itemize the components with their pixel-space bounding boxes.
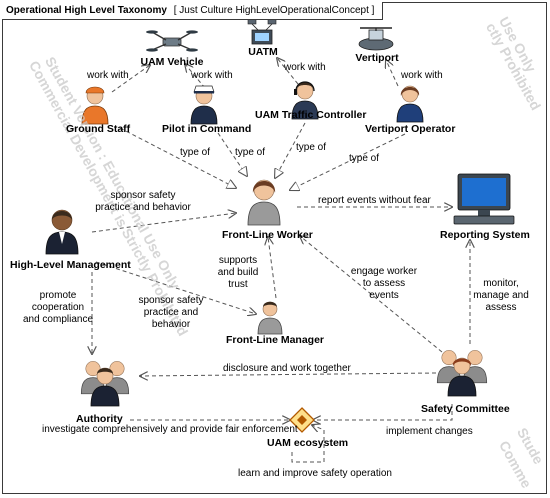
label-type-of-3: type of (296, 142, 327, 153)
label-engage-line3: events (369, 290, 399, 301)
edge-committee-ecosystem (313, 404, 453, 420)
label-promote-line1: promote (39, 290, 77, 301)
pilot-icon (190, 85, 218, 125)
label-engage-worker: engage worker to assess events (344, 266, 424, 302)
drone-icon (146, 30, 198, 52)
edge-pilot-vehicle (185, 64, 206, 89)
controller-icon (291, 81, 319, 120)
edge-controller-flw (275, 122, 306, 178)
node-ground-staff: Ground Staff (66, 123, 131, 135)
label-monitor-line3: assess (485, 302, 517, 313)
label-monitor-manage: monitor, manage and assess (470, 278, 532, 314)
edge-pilot-flw (217, 132, 247, 176)
label-promote-line2: cooperation (31, 302, 85, 313)
label-sponsor-safety-worker-line2: practice and behavior (95, 202, 191, 213)
diagram-header-tab: Operational High Level Taxonomy [ Just C… (2, 2, 384, 20)
edge-flm-flw (268, 237, 277, 299)
label-monitor-line1: monitor, (483, 278, 519, 289)
label-sponsor-fl-line2: practice and (143, 307, 199, 318)
label-supports-trust: supports and build trust (214, 255, 262, 291)
label-learn-improve: learn and improve safety operation (238, 468, 392, 479)
node-reporting-system: Reporting System (440, 229, 530, 241)
edge-hlm-flm (95, 261, 256, 314)
node-vertiport-operator: Vertiport Operator (365, 123, 456, 135)
label-supports-line1: supports (218, 255, 258, 266)
node-high-level-management: High-Level Management (10, 259, 131, 271)
edge-vertiportop-vertiport (386, 60, 399, 87)
label-report-events: report events without fear (318, 195, 431, 206)
node-pilot-in-command: Pilot in Command (162, 123, 252, 135)
label-implement-changes: implement changes (386, 426, 473, 437)
label-sponsor-safety-manager: sponsor safety practice and behavior (130, 295, 212, 331)
label-sponsor-fl-line1: sponsor safety (138, 295, 204, 306)
label-work-with-3: work with (284, 62, 326, 73)
authority-group-icon (80, 361, 130, 407)
vertiport-icon (358, 27, 394, 51)
vertiport-operator-icon (396, 85, 424, 123)
computer-icon (453, 173, 515, 225)
label-sponsor-safety-worker: sponsor safety practice and behavior (88, 190, 198, 214)
edge-hlm-flw (91, 213, 236, 233)
node-uam-vehicle: UAM Vehicle (140, 56, 204, 68)
high-level-management-icon (45, 209, 79, 255)
edge-ecosystem-loop (291, 425, 325, 463)
edge-committee-flw (300, 236, 443, 353)
edge-vertiportop-flw (290, 133, 406, 190)
label-type-of-1: type of (180, 147, 211, 158)
node-front-line-manager: Front-Line Manager (226, 334, 325, 346)
front-line-manager-icon (257, 301, 283, 335)
label-type-of-2: type of (235, 147, 266, 158)
label-engage-line1: engage worker (350, 266, 418, 277)
label-investigate: investigate comprehensively and provide … (42, 424, 298, 435)
label-sponsor-safety-worker-line1: sponsor safety (110, 190, 176, 201)
diagram-frame-kind: Operational High Level Taxonomy (6, 5, 167, 16)
edges (91, 58, 470, 463)
edge-committee-authority (140, 373, 437, 376)
edge-controller-uatm (277, 58, 299, 85)
node-front-line-worker: Front-Line Worker (222, 229, 313, 241)
label-monitor-line2: manage and (473, 290, 529, 301)
node-vertiport: Vertiport (355, 52, 399, 64)
node-authority: Authority (76, 413, 123, 425)
diagram-frame-name: [ Just Culture HighLevelOperationalConce… (173, 5, 375, 16)
safety-committee-group-icon (436, 350, 488, 397)
label-supports-line2: and build (217, 267, 259, 278)
label-work-with-2: work with (191, 70, 233, 81)
ecosystem-diamond-icon (289, 407, 315, 433)
label-supports-line3: trust (228, 279, 248, 290)
label-promote-line3: and compliance (22, 314, 94, 325)
label-work-with-4: work with (401, 70, 443, 81)
label-disclosure: disclosure and work together (223, 363, 351, 374)
label-engage-line2: to assess (362, 278, 406, 289)
label-promote-cooperation: promote cooperation and compliance (18, 290, 98, 326)
node-uam-traffic-controller: UAM Traffic Controller (255, 109, 367, 121)
node-uatm: UATM (248, 46, 278, 58)
label-work-with-1: work with (87, 70, 129, 81)
label-type-of-4: type of (349, 153, 380, 164)
edge-groundstaff-vehicle (111, 65, 150, 93)
node-safety-committee: Safety Committee (421, 403, 510, 415)
ground-staff-icon (81, 86, 109, 125)
label-sponsor-fl-line3: behavior (151, 319, 191, 330)
edge-groundstaff-flw (119, 127, 236, 188)
node-uam-ecosystem: UAM ecosystem (267, 437, 349, 449)
front-line-worker-icon (247, 179, 281, 226)
